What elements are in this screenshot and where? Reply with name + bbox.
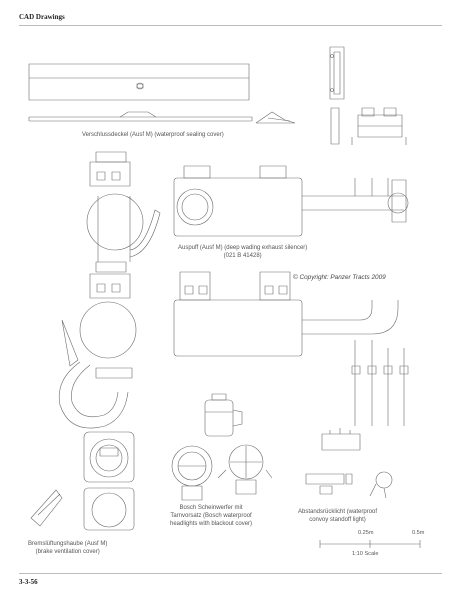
exhaust-silencer-lower-drawing [59,262,408,428]
headlight-side-drawing [205,394,242,436]
headlights-front-drawing [172,445,272,500]
scale-tick-label-1: 0.5m [412,530,425,536]
footer-rule [19,573,442,574]
exhaust-silencer-upper-drawing [87,152,408,262]
scale-tick-label-0: 0.25m [358,530,374,536]
caption-standoff-light: Abstandsrücklicht (waterproof convoy sta… [298,509,378,523]
caption-headlights: Bosch Scheinwerfer mit Tarnvorsatz (Bosc… [170,505,253,527]
caption-sealing-cover: Verschlussdeckel (Ausf M) (waterproof se… [82,132,224,138]
page-number: 3-3-56 [19,578,38,586]
header-rule [19,25,442,26]
caption-brake-cover: Bremslüftungshaube (Ausf M) (brake venti… [28,541,108,555]
standoff-light-drawing [306,428,392,498]
bracket-detail-drawing [330,47,406,145]
scale-bar-drawing [320,540,420,548]
page-header-title: CAD Drawings [19,13,65,21]
scale-label: 1:10 Scale [352,551,379,557]
caption-exhaust-silencer: Auspuff (Ausf M) (deep wading exhaust si… [178,245,308,259]
brake-cover-drawing [31,432,134,530]
copyright-notice: © Copyright: Panzer Tracts 2009 [293,274,386,281]
sealing-cover-drawing [29,64,295,123]
